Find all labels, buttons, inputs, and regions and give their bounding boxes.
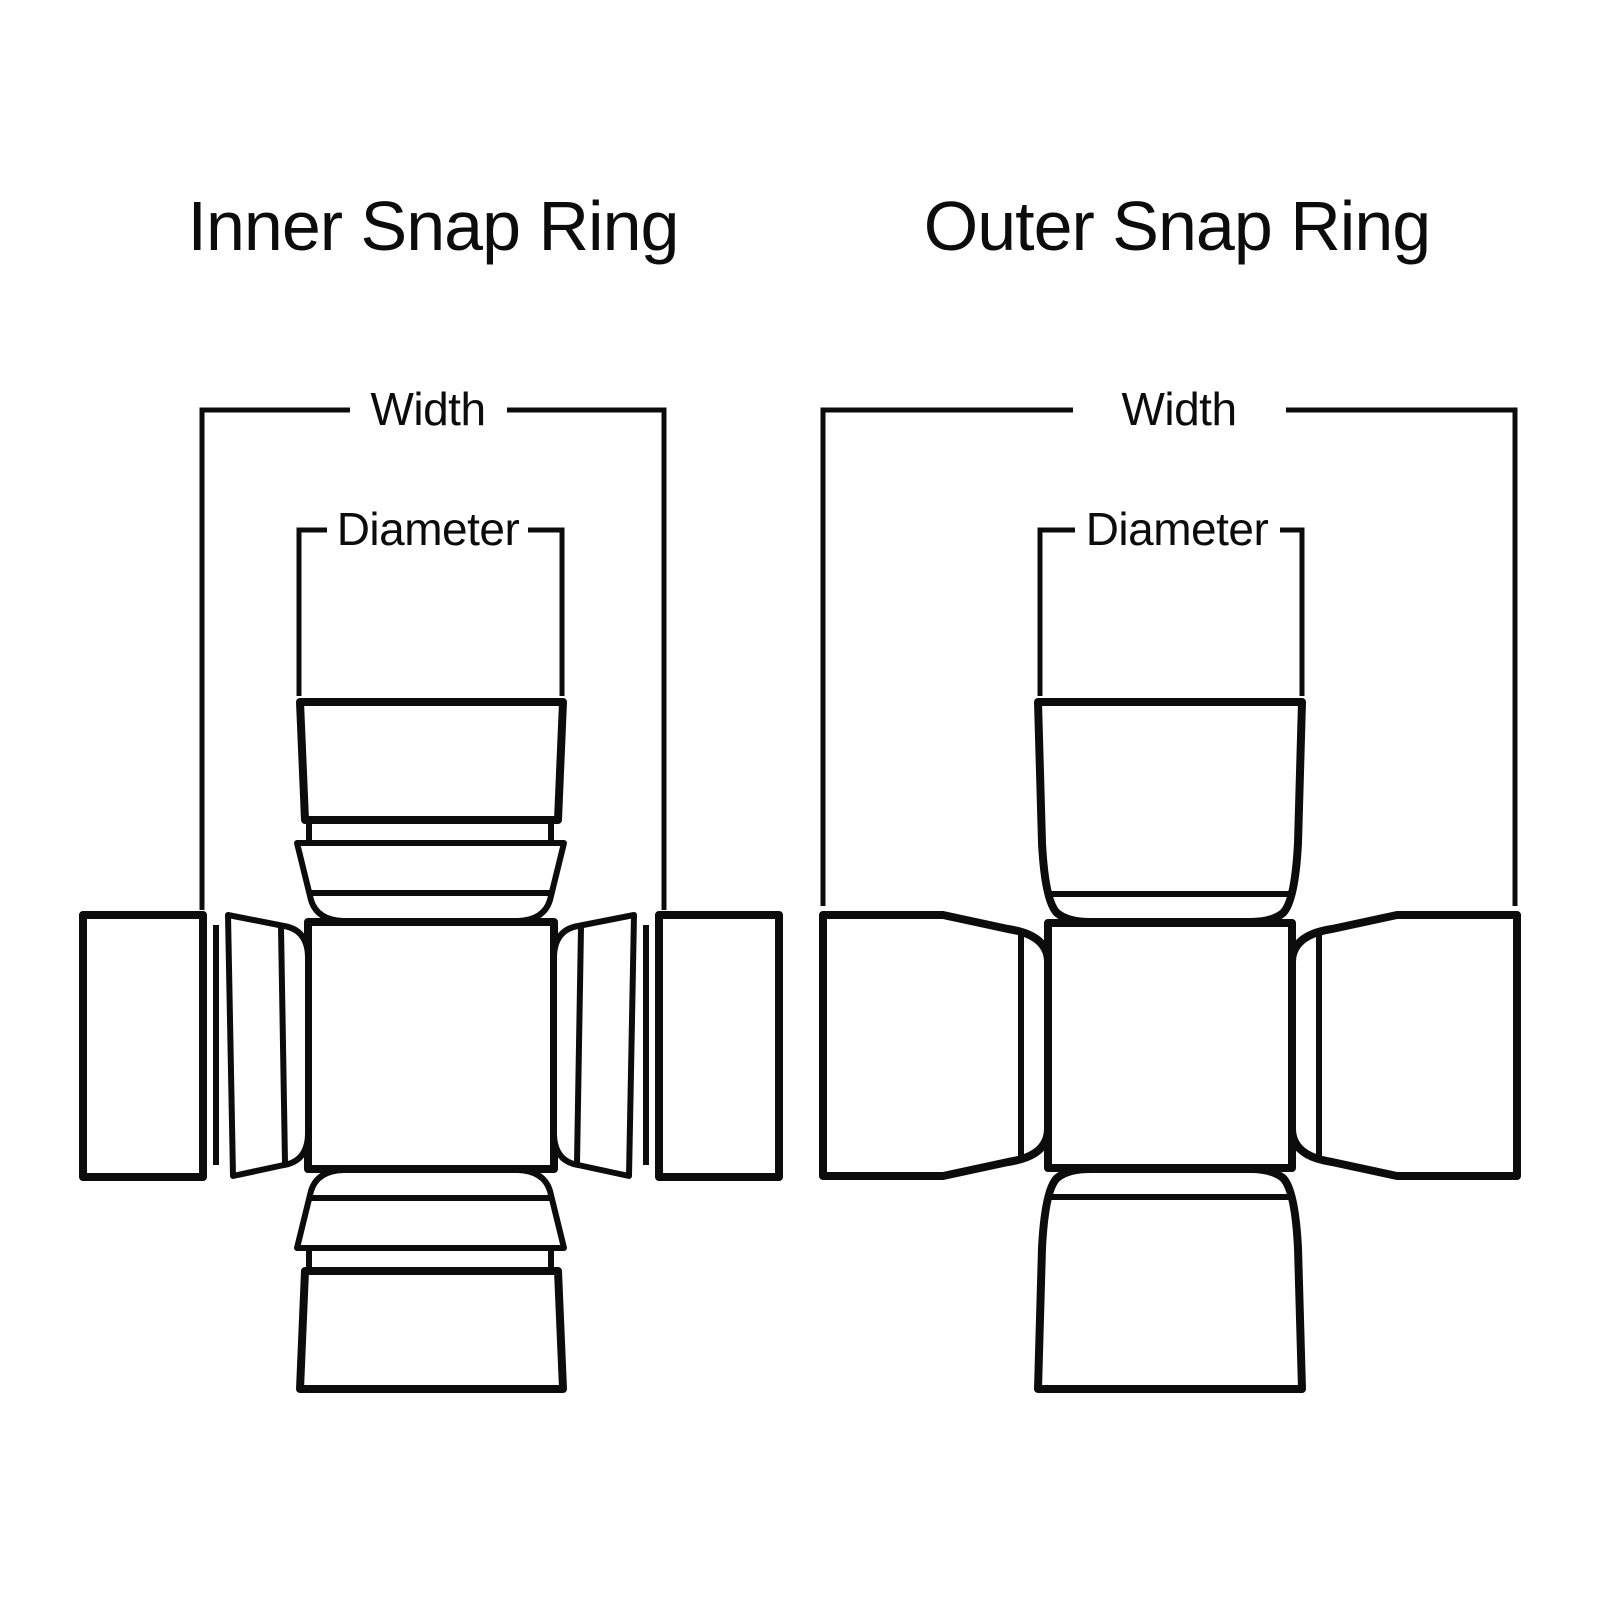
right-bearing-cap: [655, 911, 783, 1181]
inner-diagram-title: Inner Snap Ring: [188, 187, 679, 265]
left-bearing-cup: [225, 912, 311, 1179]
cross-body: [1044, 919, 1296, 1172]
inner-u-joint-drawing: [79, 698, 783, 1393]
outer-diameter-bracket: [1037, 527, 1305, 696]
cross-body: [304, 918, 558, 1173]
bottom-bearing-cap: [296, 1267, 567, 1393]
inner-diameter-bracket: [296, 527, 565, 696]
right-bearing-cap: [1288, 911, 1521, 1180]
inner-width-label: Width: [370, 383, 485, 435]
outer-diameter-label: Diameter: [1086, 503, 1269, 555]
outer-width-bracket: [820, 407, 1518, 906]
outer-diagram-title: Outer Snap Ring: [924, 187, 1430, 265]
bottom-bearing-cap: [1034, 1165, 1306, 1393]
inner-diameter-label: Diameter: [337, 503, 520, 555]
inner-snap-ring-diagram: Inner Snap Ring Width Diameter: [79, 187, 783, 1393]
top-bearing-cup: [294, 840, 567, 924]
top-bearing-cap: [1034, 698, 1306, 926]
left-bearing-cap: [79, 911, 207, 1181]
left-bearing-cap: [819, 911, 1052, 1180]
right-bearing-cup: [551, 912, 637, 1179]
outer-snap-ring-diagram: Outer Snap Ring Width Diameter: [819, 187, 1521, 1393]
outer-width-label: Width: [1121, 383, 1236, 435]
right-cup-seal-line: [574, 926, 584, 1164]
left-cup-seal-line: [278, 926, 288, 1164]
outer-u-joint-drawing: [819, 698, 1521, 1393]
inner-width-bracket: [199, 407, 667, 910]
bottom-bearing-cup: [294, 1167, 567, 1251]
top-bearing-cap: [296, 698, 567, 824]
